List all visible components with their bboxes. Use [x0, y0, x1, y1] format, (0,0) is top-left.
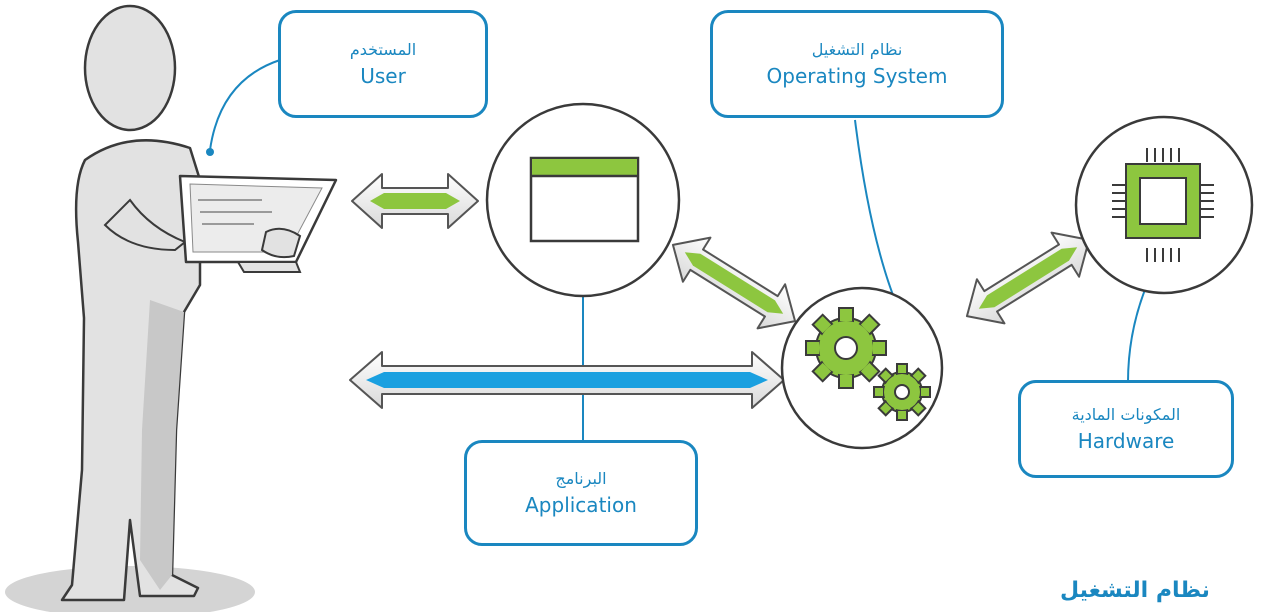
application-node [485, 102, 681, 298]
os-label-arabic: نظام التشغيل [811, 40, 903, 59]
application-callout: البرنامج Application [464, 440, 698, 546]
person-figure [5, 4, 255, 612]
user-app-arrow [351, 173, 479, 229]
os-node [780, 286, 944, 450]
person-head [83, 4, 177, 132]
app-window-icon [529, 156, 640, 243]
os-connector-line [854, 119, 899, 309]
person-shadow [5, 566, 255, 612]
os-callout: نظام التشغيل Operating System [710, 10, 1004, 118]
user-connector-dot [206, 148, 214, 156]
tablet-icon [178, 174, 338, 273]
hardware-label-arabic: المكونات المادية [1071, 405, 1181, 424]
hardware-node [1074, 115, 1254, 295]
application-label-english: Application [525, 493, 637, 517]
user-os-arrow [349, 351, 785, 409]
user-connector-line [209, 59, 281, 151]
hw-connector-line [1127, 281, 1149, 383]
hardware-label-english: Hardware [1077, 429, 1175, 453]
os-label-english: Operating System [766, 64, 948, 88]
cpu-chip-icon [1112, 148, 1214, 262]
hardware-callout: المكونات المادية Hardware [1018, 380, 1234, 478]
application-label-arabic: البرنامج [555, 469, 607, 488]
gears-icon [805, 307, 931, 421]
user-callout: المستخدم User [278, 10, 488, 118]
user-label-english: User [360, 64, 406, 88]
user-label-arabic: المستخدم [349, 40, 417, 59]
section-heading: نظام التشغيل [1060, 578, 1210, 603]
app-os-arrow [671, 236, 797, 330]
person-shade [140, 300, 184, 590]
